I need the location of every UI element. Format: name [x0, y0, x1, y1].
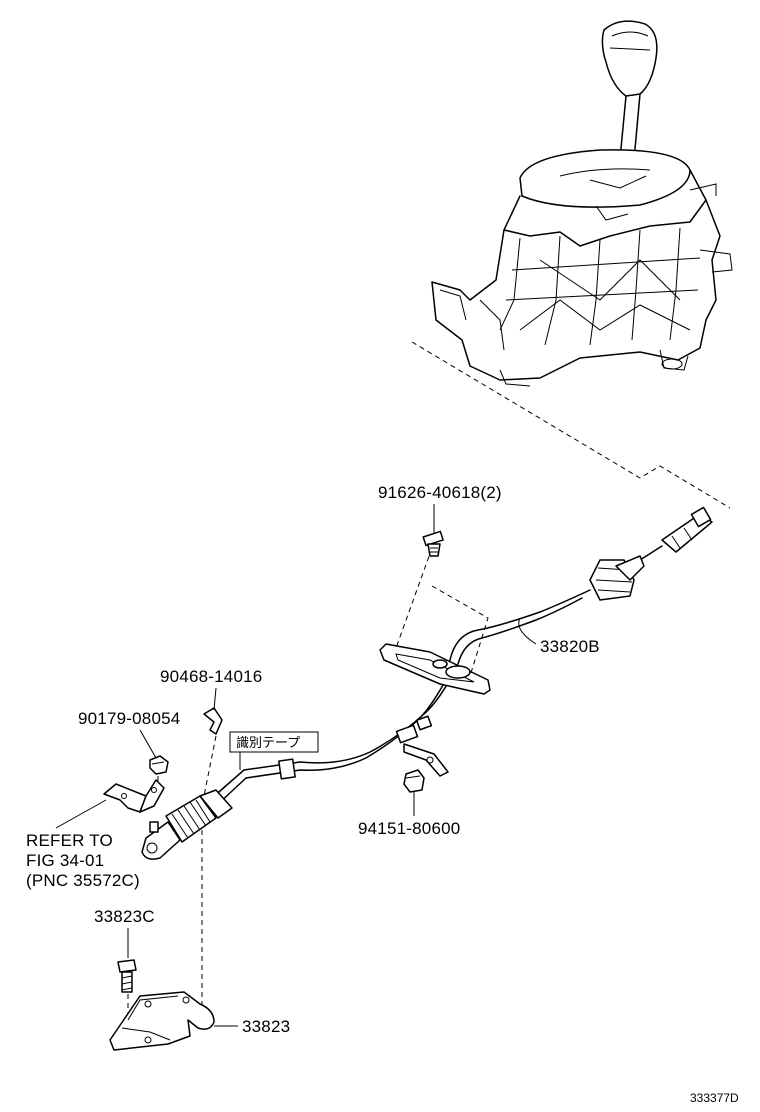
bolt-icon — [422, 530, 444, 557]
label-bolt-bracket: 33823C — [94, 907, 155, 926]
label-nut-bracket: 94151-80600 — [358, 819, 460, 838]
label-refer-1: REFER TO — [26, 831, 113, 850]
cable-bracket — [109, 991, 215, 1051]
shift-lever-assembly — [431, 20, 733, 387]
cable-adjuster — [141, 769, 247, 860]
tape-label: 識別テープ — [236, 736, 300, 751]
diagram-id: 333377D — [690, 1091, 739, 1105]
label-refer-3: (PNC 35572C) — [26, 871, 140, 890]
label-nut: 90179-08054 — [78, 709, 180, 728]
cable-end-fitting — [589, 506, 713, 601]
reference-bracket — [103, 779, 165, 813]
bolt-icon — [117, 959, 137, 993]
label-bolt-top: 91626-40618(2) — [378, 483, 502, 502]
label-cable-assy: 33820B — [540, 637, 600, 656]
cable-grommet-plate — [379, 643, 491, 695]
nut-icon — [149, 755, 169, 775]
id-tape-callout: 識別テープ — [229, 731, 319, 780]
label-clip: 90468-14016 — [160, 667, 262, 686]
nut-icon — [403, 769, 425, 793]
cable-clamp — [395, 715, 449, 777]
label-bracket: 33823 — [242, 1017, 290, 1036]
clip-icon — [203, 707, 223, 735]
shift-cable — [445, 589, 591, 677]
label-refer-2: FIG 34-01 — [26, 851, 104, 870]
